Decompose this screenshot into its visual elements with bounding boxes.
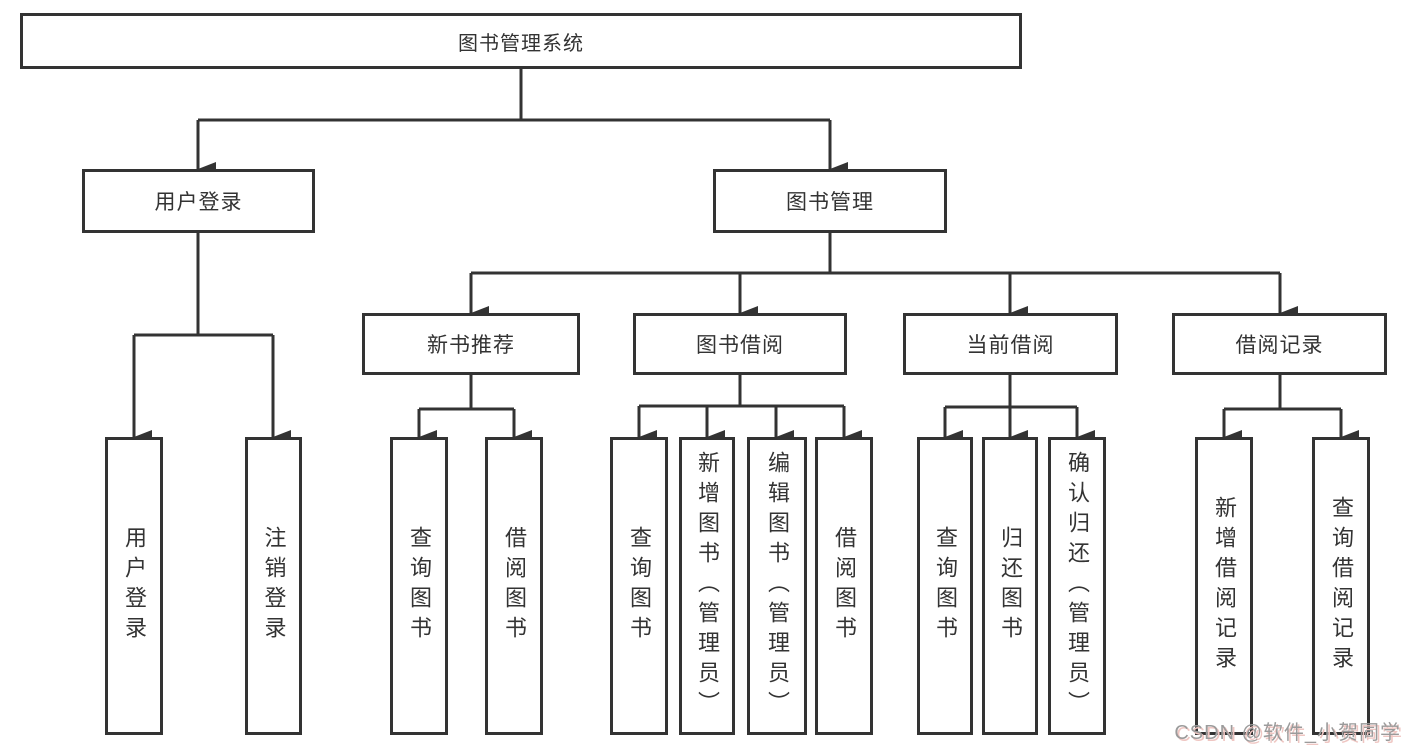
leaf-borrow-add-books-admin: 新增图书（管理员）: [679, 437, 735, 735]
leaf-newbooks-borrow-books-label: 借阅图书: [502, 526, 527, 646]
node-user-login: 用户登录: [82, 169, 315, 233]
leaf-current-return-books: 归还图书: [982, 437, 1038, 735]
leaf-records-query-record-label: 查询借阅记录: [1329, 496, 1354, 676]
leaf-borrow-edit-books-admin-label: 编辑图书（管理员）: [765, 451, 790, 721]
leaf-records-add-record: 新增借阅记录: [1195, 437, 1253, 735]
node-book-management: 图书管理: [713, 169, 947, 233]
node-current-borrow: 当前借阅: [903, 313, 1118, 375]
node-book-borrow: 图书借阅: [633, 313, 847, 375]
watermark: CSDN @软件_小贺同学: [1174, 722, 1401, 744]
leaf-records-add-record-label: 新增借阅记录: [1212, 496, 1237, 676]
leaf-newbooks-borrow-books: 借阅图书: [485, 437, 543, 735]
leaf-current-confirm-return-admin-label: 确认归还（管理员）: [1065, 451, 1090, 721]
leaf-borrow-edit-books-admin: 编辑图书（管理员）: [747, 437, 807, 735]
leaf-current-query-books-label: 查询图书: [933, 526, 958, 646]
node-new-book-recommend: 新书推荐: [362, 313, 580, 375]
leaf-logout-label: 注销登录: [261, 526, 287, 646]
leaf-newbooks-query-books: 查询图书: [390, 437, 448, 735]
leaf-borrow-query-books: 查询图书: [610, 437, 668, 735]
leaf-user-login: 用户登录: [105, 437, 163, 735]
leaf-logout: 注销登录: [245, 437, 302, 735]
leaf-current-query-books: 查询图书: [917, 437, 973, 735]
leaf-borrow-query-books-label: 查询图书: [627, 526, 652, 646]
leaf-borrow-borrow-books-label: 借阅图书: [832, 526, 857, 646]
leaf-current-return-books-label: 归还图书: [998, 526, 1023, 646]
leaf-newbooks-query-books-label: 查询图书: [407, 526, 432, 646]
leaf-borrow-borrow-books: 借阅图书: [815, 437, 873, 735]
leaf-current-confirm-return-admin: 确认归还（管理员）: [1048, 437, 1106, 735]
leaf-user-login-label: 用户登录: [122, 526, 147, 646]
leaf-borrow-add-books-admin-label: 新增图书（管理员）: [695, 451, 720, 721]
node-borrow-records: 借阅记录: [1172, 313, 1387, 375]
leaf-records-query-record: 查询借阅记录: [1312, 437, 1370, 735]
node-library-system: 图书管理系统: [20, 13, 1022, 69]
